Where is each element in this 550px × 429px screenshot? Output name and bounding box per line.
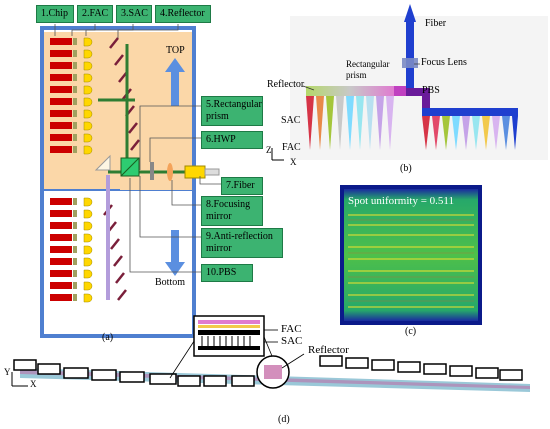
rectangular-prism xyxy=(94,154,111,171)
sac-text-d: SAC xyxy=(281,335,303,347)
right-emitter-array xyxy=(422,116,518,150)
label-fiber: 7.Fiber xyxy=(221,177,263,195)
left-emitter-array xyxy=(306,86,394,150)
focus-lens-block xyxy=(402,58,418,68)
inset-box xyxy=(193,315,265,357)
fac-lens-lower xyxy=(73,198,77,301)
caption-a: (a) xyxy=(102,332,114,343)
focusing-mirror xyxy=(167,163,173,181)
axis-x-b: X xyxy=(290,157,297,167)
panel-d-diagram xyxy=(11,315,530,392)
axis-zx-b xyxy=(271,148,284,161)
label-pbs: 10.PBS xyxy=(201,264,253,282)
bottom-arrow xyxy=(165,230,185,276)
spot-uniformity-text: Spot uniformity = 0.511 xyxy=(348,195,455,207)
bottom-text: Bottom xyxy=(155,277,186,288)
fiber-text-b: Fiber xyxy=(425,18,447,29)
sac-text-b: SAC xyxy=(281,115,301,126)
axis-x-d: X xyxy=(30,379,37,389)
caption-b: (b) xyxy=(400,163,412,174)
sac-lens-upper xyxy=(83,37,93,155)
axis-z-b: Z xyxy=(266,145,272,155)
fiber-connector xyxy=(184,165,206,179)
axis-yx-d xyxy=(11,372,28,387)
rect-prism-text: Rectangular prism xyxy=(346,59,390,80)
label-rectangular-prism: 5.Rectangular prism xyxy=(201,96,263,126)
label-reflector: 4.Reflector xyxy=(155,5,211,23)
reflector-text-b: Reflector xyxy=(267,79,305,90)
hwp-plate xyxy=(150,162,154,180)
pbs-text-b: PBS xyxy=(422,85,440,96)
label-hwp: 6.HWP xyxy=(201,131,263,149)
chip-array-upper xyxy=(50,38,72,153)
panel-b-diagram xyxy=(271,4,548,161)
panel-c-spot-image xyxy=(340,185,482,325)
fac-text-d: FAC xyxy=(281,323,302,335)
top-text: TOP xyxy=(166,45,185,56)
fac-lens-upper xyxy=(73,38,77,153)
label-anti-reflection-mirror: 9.Anti-reflection mirror xyxy=(201,228,283,258)
chip-array-lower xyxy=(50,198,72,301)
caption-c: (c) xyxy=(405,326,417,337)
fiber-column xyxy=(406,16,414,96)
label-sac: 3.SAC xyxy=(116,5,152,23)
label-focusing-mirror: 8.Focusing mirror xyxy=(201,196,263,226)
focus-lens-text: Focus Lens xyxy=(421,57,467,68)
label-chip: 1.Chip xyxy=(36,5,74,23)
top-arrow xyxy=(165,58,185,106)
label-fac: 2.FAC xyxy=(77,5,113,23)
axis-y-d: Y xyxy=(4,367,11,377)
step-blocks xyxy=(13,355,523,387)
caption-d: (d) xyxy=(278,414,290,425)
fac-text-b: FAC xyxy=(282,142,301,153)
sac-lens-lower xyxy=(83,197,93,303)
reflector-text-d: Reflector xyxy=(308,344,349,356)
